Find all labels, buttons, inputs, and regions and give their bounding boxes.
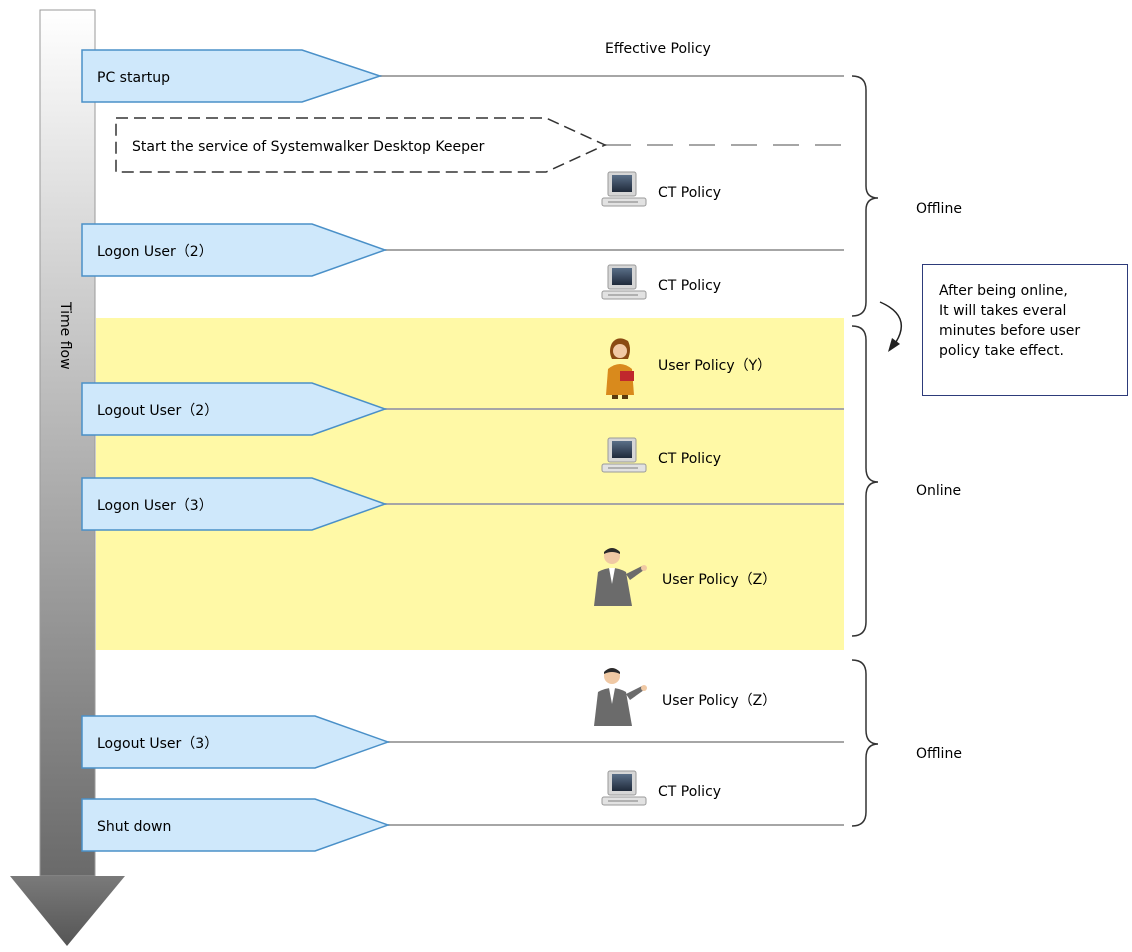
- time-flow-label: Time flow: [57, 301, 73, 370]
- curved-arrow-icon: [879, 301, 902, 352]
- online-brace: [851, 325, 879, 637]
- event-start-service: Start the service of Systemwalker Deskto…: [115, 117, 607, 173]
- event-logout-user-3: Logout User（3）: [81, 715, 391, 769]
- policy-label: User Policy（Z）: [662, 693, 776, 709]
- event-label: Logout User（3）: [97, 736, 218, 752]
- policy-label: CT Policy: [658, 278, 721, 294]
- computer-icon: [601, 264, 647, 300]
- state-label: Online: [916, 483, 961, 499]
- event-label: Logon User（3）: [97, 498, 213, 514]
- event-logout-user-2: Logout User（2）: [81, 382, 388, 436]
- policy-label: CT Policy: [658, 451, 721, 467]
- event-label: Logout User（2）: [97, 403, 218, 419]
- event-label: PC startup: [97, 70, 170, 86]
- offline-brace: [851, 659, 879, 827]
- event-lines: [380, 75, 844, 826]
- event-shut-down: Shut down: [81, 798, 391, 852]
- offline-brace: [851, 75, 879, 317]
- effective-policy-header: Effective Policy: [605, 41, 711, 57]
- state-label: Offline: [916, 746, 962, 762]
- man-user-icon: [594, 548, 647, 606]
- event-pc-startup: PC startup: [81, 49, 383, 103]
- state-label: Offline: [916, 201, 962, 217]
- note-box: After being online, It will takes everal…: [922, 264, 1128, 396]
- event-logon-user-3: Logon User（3）: [81, 477, 388, 531]
- computer-icon: [601, 437, 647, 473]
- note-line: minutes before user: [939, 323, 1081, 339]
- event-label: Logon User（2）: [97, 244, 213, 260]
- computer-icon: [601, 770, 647, 806]
- note-line: After being online,: [939, 283, 1068, 299]
- policy-label: User Policy（Y）: [658, 358, 771, 374]
- woman-user-icon: [606, 338, 634, 399]
- man-user-icon: [594, 668, 647, 726]
- note-line: policy take effect.: [939, 343, 1064, 359]
- event-logon-user-2: Logon User（2）: [81, 223, 388, 277]
- event-label: Start the service of Systemwalker Deskto…: [132, 139, 485, 155]
- policy-label: CT Policy: [658, 185, 721, 201]
- event-label: Shut down: [97, 819, 171, 835]
- policy-label: User Policy（Z）: [662, 572, 776, 588]
- computer-icon: [601, 171, 647, 207]
- note-line: It will takes everal: [939, 303, 1067, 319]
- policy-label: CT Policy: [658, 784, 721, 800]
